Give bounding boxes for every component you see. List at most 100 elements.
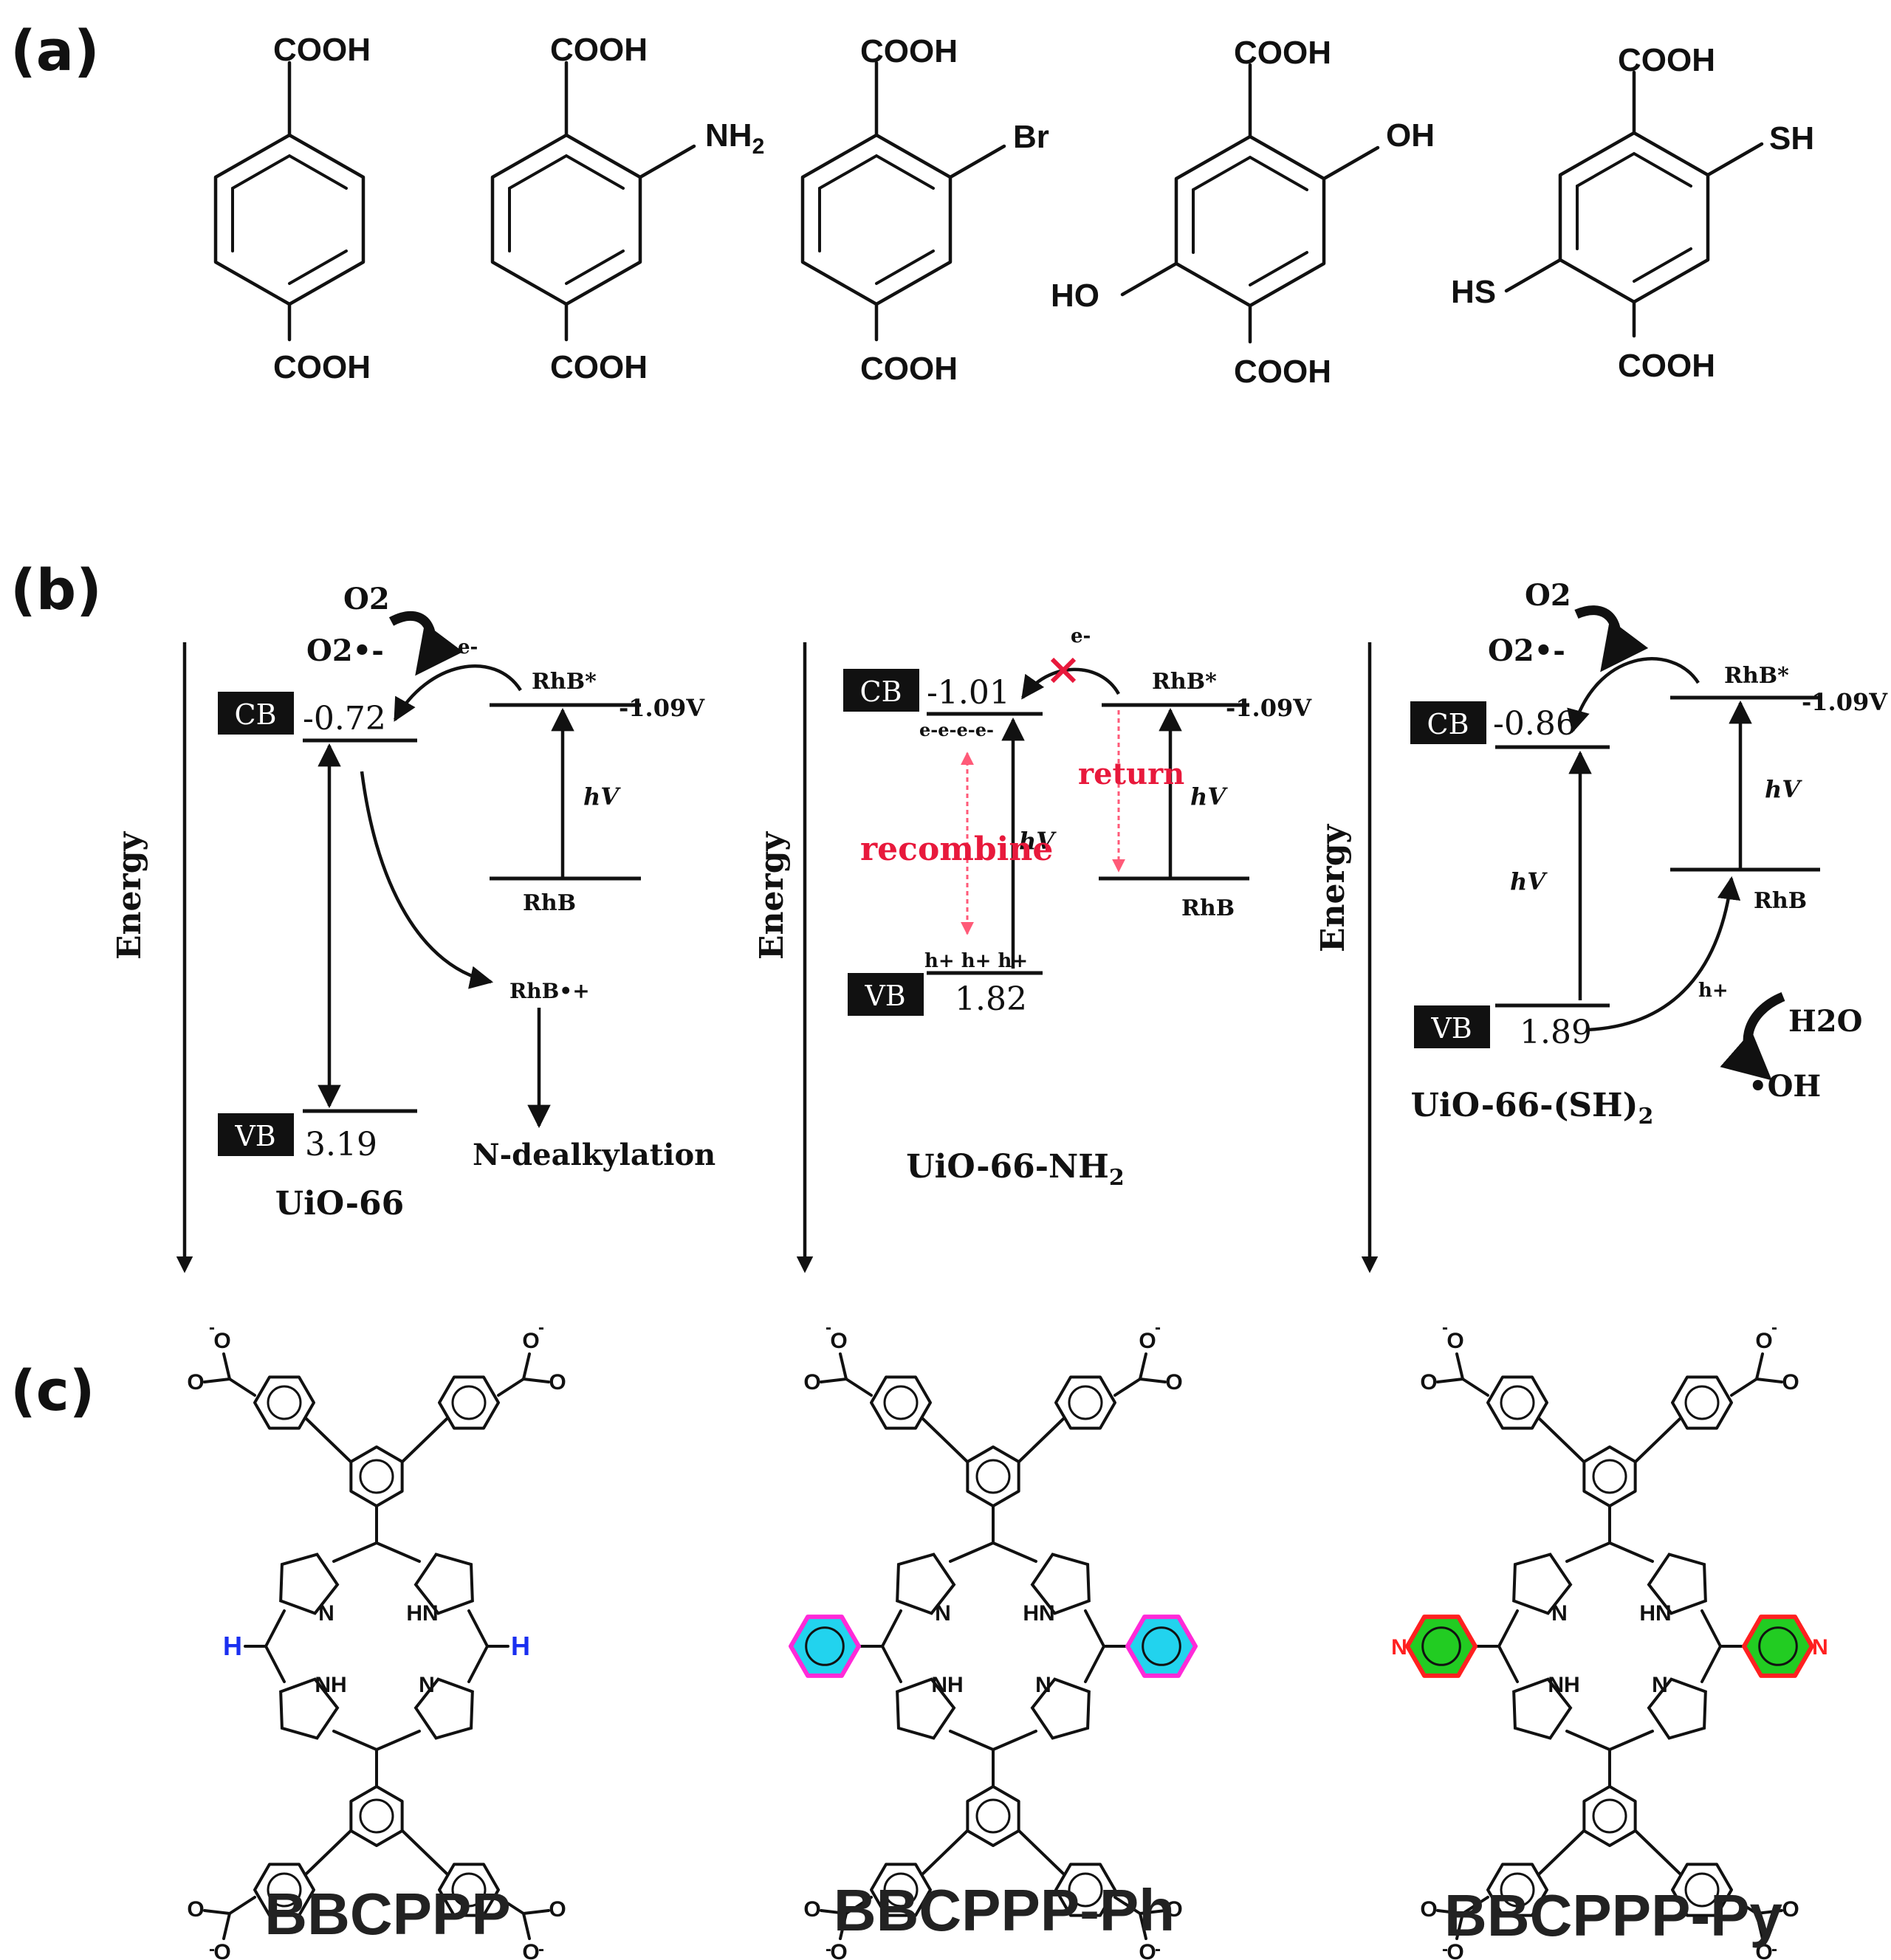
- carboxylate-br-o1: O: [1782, 1897, 1799, 1922]
- vb-label-3: VB: [1430, 1012, 1472, 1045]
- ho-group: HO: [1051, 278, 1099, 314]
- top-left-link: [922, 1417, 969, 1463]
- hole-3: h+: [1698, 980, 1729, 1002]
- o2-reduction-arrow-3: [1574, 605, 1649, 673]
- top-right-ring: [1671, 1375, 1733, 1430]
- top-left-ring: [870, 1375, 932, 1430]
- meso-h-left: H: [223, 1631, 242, 1661]
- carboxylate-br-o2-bond: [1755, 1912, 1764, 1940]
- carboxylate-br-bond: [1730, 1896, 1758, 1915]
- panel-b-label: (b): [10, 557, 102, 622]
- n-label-1: N: [935, 1601, 951, 1626]
- carboxylate-tr-o2-bond: [522, 1378, 550, 1383]
- cooh-bottom-5: COOH: [1618, 348, 1715, 384]
- carboxylate-tl-minus: -: [1442, 1318, 1448, 1338]
- meso-bond-e: [264, 1609, 286, 1648]
- carboxylate-bl-minus: -: [209, 1939, 215, 1959]
- carboxylate-tr-o1: O: [1755, 1329, 1772, 1353]
- carboxylate-tl-o1-bond: [222, 1352, 231, 1380]
- rhb-star-3: RhB*: [1724, 663, 1789, 689]
- carboxylate-br-o2: O: [1755, 1940, 1772, 1960]
- meso-bond-h: [467, 1645, 489, 1683]
- carboxylate-tr-bond: [497, 1378, 525, 1397]
- top-right-ring-ring: [1684, 1385, 1720, 1420]
- rhb-potential-3: -1.09V: [1802, 688, 1888, 716]
- water-oxidation-arrow: [1720, 991, 1785, 1081]
- meso-bond-g: [467, 1609, 489, 1648]
- carboxylate-br-minus: -: [1155, 1939, 1161, 1959]
- band-diagram-uio66-sh2: Energy CB -0.86 VB 1.89 hV UiO-66-(SH)2 …: [1314, 578, 1888, 1273]
- pyrrole-1-2: [279, 1677, 340, 1740]
- n-label-2: N: [1035, 1673, 1051, 1697]
- linker-br: COOH COOH Br: [800, 33, 1049, 387]
- water: H2O: [1788, 1004, 1862, 1039]
- br-group: Br: [1013, 119, 1049, 155]
- carboxylate-tl-o1-bond: [839, 1352, 848, 1380]
- carboxylate-bl-bond: [1461, 1896, 1489, 1915]
- cooh-top-5: COOH: [1618, 42, 1715, 78]
- carboxylate-tr-minus: -: [1771, 1318, 1777, 1338]
- top-core-ring: [1582, 1445, 1637, 1507]
- carboxylate-tl-o2: O: [1420, 1370, 1437, 1395]
- carboxylate-tr-o1-bond: [1139, 1352, 1147, 1380]
- bottom-left-link: [305, 1829, 352, 1875]
- top-left-ring-ring: [883, 1385, 919, 1420]
- meso-bond-f: [1497, 1645, 1519, 1683]
- o2-reduction-arrow-1: [388, 611, 464, 676]
- meso-bond-f: [881, 1645, 902, 1683]
- top-right-ring: [1054, 1375, 1116, 1430]
- meso-bond-c: [1565, 1730, 1611, 1751]
- electrons-row: e-e-e-e-: [919, 719, 994, 740]
- hole-transfer-3: [1585, 876, 1741, 1032]
- meso-bond-b: [1608, 1541, 1654, 1563]
- bottom-left-link: [1538, 1829, 1585, 1875]
- n-label-1: N: [1551, 1601, 1568, 1626]
- electron-1: e-: [458, 636, 478, 659]
- carboxylate-bl-o2-bond: [1455, 1912, 1464, 1940]
- meso-ring-left: [1405, 1615, 1478, 1678]
- meso-bond-d: [375, 1730, 421, 1751]
- carboxylate-tr-o1: O: [522, 1329, 539, 1353]
- carboxylate-bl-o1-bond: [1436, 1909, 1464, 1915]
- panel-a-linkers: COOH COOH COOH COOH NH2 COOH COOH: [213, 32, 1814, 390]
- meso-bond-f: [264, 1645, 286, 1683]
- carboxylate-br-o2: O: [1139, 1940, 1156, 1960]
- cb-label-2: CB: [860, 675, 902, 708]
- meso-bond-g: [1084, 1609, 1105, 1648]
- pyrrole-3-2: [1512, 1677, 1573, 1740]
- nh-label: NH: [315, 1673, 346, 1697]
- meso-bond-e: [1497, 1609, 1519, 1648]
- bottom-left-ring: [870, 1863, 932, 1917]
- n-label-1: N: [318, 1601, 334, 1626]
- vb-value-2: 1.82: [955, 980, 1027, 1018]
- carboxylate-br-o1: O: [549, 1897, 566, 1922]
- meso-h-right: H: [511, 1631, 530, 1661]
- cb-value-3: -0.86: [1493, 705, 1576, 743]
- bottom-right-ring: [438, 1863, 500, 1917]
- meso-ring-right-ring: [1142, 1626, 1181, 1666]
- rhb-1: RhB: [523, 890, 576, 916]
- blocked-transfer: [1021, 667, 1120, 700]
- carboxylate-bl-o2: O: [213, 1940, 230, 1960]
- pyrrole-2-3: [1030, 1677, 1091, 1740]
- carboxylate-br-minus: -: [538, 1939, 544, 1959]
- bottom-right-link: [1634, 1829, 1681, 1875]
- cooh-bottom-3: COOH: [860, 351, 958, 387]
- bottom-core-ring-ring: [1592, 1798, 1627, 1834]
- energy-label-3: Energy: [1314, 824, 1352, 952]
- pyrrole-2-2: [896, 1677, 956, 1740]
- carboxylate-bl-o1: O: [803, 1897, 820, 1922]
- panel-a-label: (a): [10, 18, 100, 83]
- cooh-bottom-4: COOH: [1234, 354, 1331, 390]
- bottom-left-ring-ring: [883, 1872, 919, 1908]
- electron-3: e-: [1624, 636, 1644, 659]
- superoxide-3: O2•-: [1488, 633, 1565, 668]
- hv-1: hV: [583, 783, 621, 811]
- linker-nh2: COOH COOH NH2: [490, 32, 764, 385]
- linker-oh2: COOH COOH OH HO: [1051, 35, 1435, 390]
- cb-box-3: [1410, 701, 1486, 744]
- nh-label: NH: [1548, 1673, 1579, 1697]
